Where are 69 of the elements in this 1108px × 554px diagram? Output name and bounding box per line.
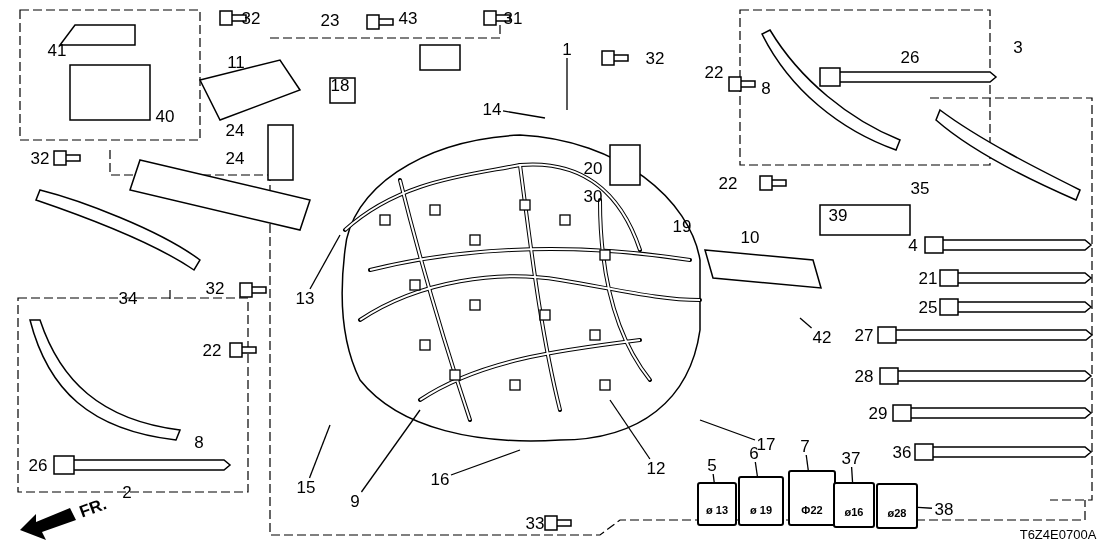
leader-line xyxy=(699,419,756,441)
callout-number: 35 xyxy=(910,179,930,197)
callout-number: 18 xyxy=(330,76,350,94)
callout-number: 12 xyxy=(645,459,667,477)
callout-number: 15 xyxy=(295,478,317,496)
diagram-code: T6Z4E0700A xyxy=(1019,527,1097,541)
leader-line xyxy=(850,466,854,483)
callout-number: 2 xyxy=(122,483,132,501)
callout-number: 5 xyxy=(704,456,720,474)
connector-drawing: Φ22 xyxy=(788,470,836,526)
connector-drawing: ø16 xyxy=(833,482,875,528)
callout-number: 39 xyxy=(828,206,848,224)
leader-line xyxy=(799,317,813,329)
callout-number: 42 xyxy=(811,328,833,346)
callout-number: 11 xyxy=(227,53,245,71)
callout-number: 37 xyxy=(840,449,862,467)
callout-number: 13 xyxy=(294,289,316,307)
leader-line xyxy=(450,449,521,476)
callout-number: 4 xyxy=(908,236,918,254)
callout-number: 26 xyxy=(900,48,920,66)
callout-number: 32 xyxy=(30,149,50,167)
callout-number: 24 xyxy=(225,121,245,139)
callout-number: 34 xyxy=(118,289,138,307)
callout-number: 43 xyxy=(398,9,418,27)
callout-number: 32 xyxy=(205,279,225,297)
callout-number: 3 xyxy=(1013,38,1023,56)
callout-number: 23 xyxy=(320,11,340,29)
callout-number: 41 xyxy=(47,41,67,59)
callout-number: 21 xyxy=(918,269,938,287)
callout-number: 1 xyxy=(559,40,575,58)
callout-number: 14 xyxy=(481,100,503,118)
callout-number: 28 xyxy=(854,367,874,385)
callout-number: 8 xyxy=(194,433,204,451)
leader-line xyxy=(360,409,421,493)
callout-number: 22 xyxy=(202,341,222,359)
callout-number: 9 xyxy=(347,492,363,510)
callout-number: 33 xyxy=(525,514,545,532)
callout-number: 40 xyxy=(155,107,175,125)
callout-number: 25 xyxy=(918,298,938,316)
leader-line xyxy=(917,506,933,509)
leader-line xyxy=(309,234,341,290)
callout-number: 20 xyxy=(583,159,603,177)
callout-number: 31 xyxy=(503,9,523,27)
callout-number: 24 xyxy=(225,149,245,167)
callout-number: 32 xyxy=(241,9,261,27)
callout-number: 10 xyxy=(740,228,760,246)
leader-line xyxy=(609,399,651,460)
leader-line xyxy=(805,454,809,471)
connector-drawing: ø28 xyxy=(876,483,918,529)
callout-number: 27 xyxy=(854,326,874,344)
leader-line xyxy=(712,473,715,483)
callout-number: 36 xyxy=(892,443,912,461)
leader-line xyxy=(308,424,331,479)
callout-number: 7 xyxy=(797,437,813,455)
callout-number: 29 xyxy=(868,404,888,422)
direction-label: FR. xyxy=(77,495,109,521)
leader-line xyxy=(566,57,568,111)
callout-number: 26 xyxy=(28,456,48,474)
leader-line xyxy=(754,461,758,477)
callout-number: 16 xyxy=(429,470,451,488)
connector-drawing: ø 13 xyxy=(697,482,737,526)
callout-number: 30 xyxy=(583,187,603,205)
callout-number: 8 xyxy=(761,79,771,97)
leader-line xyxy=(502,110,546,119)
callout-number: 22 xyxy=(704,63,724,81)
callout-number: 32 xyxy=(645,49,665,67)
callout-number: 22 xyxy=(718,174,738,192)
connector-drawing: ø 19 xyxy=(738,476,784,526)
callout-number: 38 xyxy=(932,500,956,518)
